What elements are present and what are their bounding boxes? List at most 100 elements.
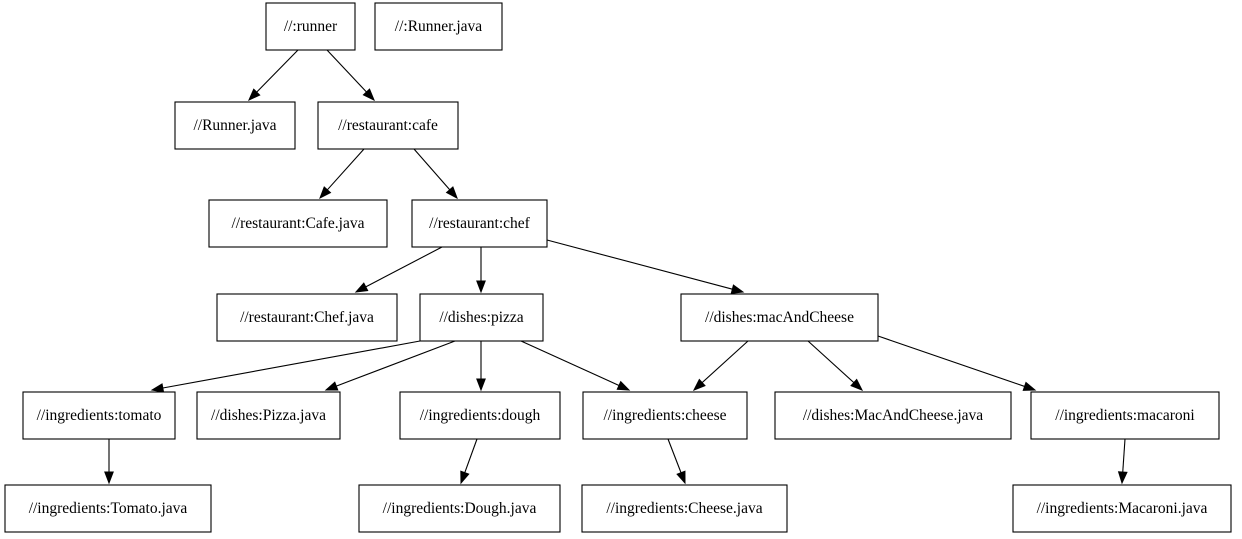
edge-line — [326, 148, 365, 191]
graph-node[interactable]: //dishes:MacAndCheese.java — [774, 391, 1012, 440]
graph-node[interactable]: //ingredients:Tomato.java — [4, 484, 212, 533]
graph-node[interactable]: //restaurant:Cafe.java — [208, 199, 388, 248]
node-label: //dishes:pizza — [439, 309, 523, 326]
edge-arrowhead — [354, 282, 369, 293]
node-box[interactable] — [196, 391, 341, 440]
edge-arrowhead — [324, 381, 339, 391]
edge-arrowhead — [1022, 381, 1037, 391]
node-label: //ingredients:Dough.java — [383, 500, 537, 517]
edge-arrowhead — [362, 88, 375, 102]
edge-arrowhead — [850, 378, 864, 391]
node-label: //restaurant:Cafe.java — [232, 215, 365, 232]
graph-edge — [319, 148, 365, 200]
graph-node[interactable]: //dishes:macAndCheese — [680, 293, 879, 342]
graph-edge — [324, 340, 456, 391]
graph-edge — [104, 439, 114, 485]
edge-arrowhead — [445, 186, 458, 200]
graph-node[interactable]: //dishes:Pizza.java — [196, 391, 341, 440]
graph-edge — [476, 247, 486, 294]
node-box[interactable] — [4, 484, 212, 533]
graph-node[interactable]: //ingredients:dough — [399, 391, 561, 440]
graph-edge — [877, 335, 1037, 391]
edge-arrowhead — [476, 280, 486, 294]
edge-line — [336, 340, 456, 387]
graph-edge — [150, 340, 421, 393]
graph-node[interactable]: //:runner — [265, 2, 356, 51]
edge-arrowhead — [104, 471, 114, 485]
node-box[interactable] — [581, 484, 788, 533]
graph-node[interactable]: //dishes:pizza — [419, 293, 544, 342]
graph-node[interactable]: //ingredients:cheese — [582, 391, 748, 440]
edge-arrowhead — [319, 186, 332, 200]
node-layer: //:runner //:Runner.java //Runner.java //re… — [4, 2, 1232, 533]
edge-arrowhead — [692, 378, 706, 391]
edge-arrowhead — [676, 470, 686, 485]
graph-edge — [326, 49, 375, 102]
node-label: //ingredients:dough — [420, 407, 541, 424]
graph-edge — [667, 438, 686, 485]
node-box[interactable] — [374, 2, 503, 51]
node-label: //ingredients:Cheese.java — [606, 500, 762, 517]
graph-edge — [460, 438, 478, 485]
node-box[interactable] — [1030, 391, 1220, 440]
edge-line — [807, 340, 855, 384]
node-label: //restaurant:chef — [429, 215, 531, 232]
edge-line — [667, 438, 682, 473]
node-label: //ingredients:Tomato.java — [29, 500, 188, 517]
edge-line — [162, 340, 421, 389]
graph-node[interactable]: //restaurant:cafe — [317, 101, 459, 150]
node-label: //dishes:MacAndCheese.java — [803, 407, 983, 424]
node-label: //dishes:Pizza.java — [211, 407, 326, 424]
graph-edge — [248, 49, 299, 102]
node-box[interactable] — [317, 101, 459, 150]
edge-line — [365, 246, 443, 288]
graph-edge — [354, 246, 443, 293]
node-box[interactable] — [399, 391, 561, 440]
edge-arrowhead — [460, 470, 470, 485]
edge-line — [464, 438, 478, 473]
node-box[interactable] — [419, 293, 544, 342]
edge-layer — [104, 49, 1128, 485]
graph-node[interactable]: //ingredients:Macaroni.java — [1012, 484, 1232, 533]
graph-edge — [692, 340, 749, 391]
node-label: //restaurant:cafe — [338, 117, 438, 134]
edge-arrowhead — [1117, 471, 1128, 485]
graph-node[interactable]: //:Runner.java — [374, 2, 503, 51]
node-box[interactable] — [411, 199, 548, 248]
graph-node[interactable]: //ingredients:tomato — [22, 391, 176, 440]
edge-line — [520, 340, 620, 386]
node-box[interactable] — [680, 293, 879, 342]
node-box[interactable] — [22, 391, 176, 440]
node-label: //dishes:macAndCheese — [705, 309, 854, 326]
graph-node[interactable]: //ingredients:Dough.java — [358, 484, 561, 533]
node-box[interactable] — [358, 484, 561, 533]
edge-arrowhead — [476, 378, 486, 392]
node-box[interactable] — [774, 391, 1012, 440]
graph-edge — [1117, 438, 1128, 485]
node-box[interactable] — [1012, 484, 1232, 533]
node-box[interactable] — [582, 391, 748, 440]
edge-line — [256, 49, 299, 93]
graph-node[interactable]: //ingredients:macaroni — [1030, 391, 1220, 440]
node-box[interactable] — [174, 101, 296, 150]
node-label: //:runner — [284, 18, 338, 35]
node-box[interactable] — [265, 2, 356, 51]
edge-line — [413, 148, 451, 191]
node-label: //:Runner.java — [395, 18, 483, 35]
edge-line — [877, 335, 1025, 387]
node-label: //ingredients:tomato — [37, 407, 162, 424]
node-label: //Runner.java — [193, 117, 276, 134]
node-box[interactable] — [208, 199, 388, 248]
edge-line — [326, 49, 367, 93]
node-box[interactable] — [216, 293, 398, 342]
graph-edge — [520, 340, 631, 391]
graph-node[interactable]: //ingredients:Cheese.java — [581, 484, 788, 533]
edge-arrowhead — [730, 284, 745, 294]
edge-arrowhead — [248, 88, 261, 102]
graph-node[interactable]: //Runner.java — [174, 101, 296, 150]
node-label: //restaurant:Chef.java — [240, 309, 374, 326]
graph-node[interactable]: //restaurant:chef — [411, 199, 548, 248]
graph-node[interactable]: //restaurant:Chef.java — [216, 293, 398, 342]
